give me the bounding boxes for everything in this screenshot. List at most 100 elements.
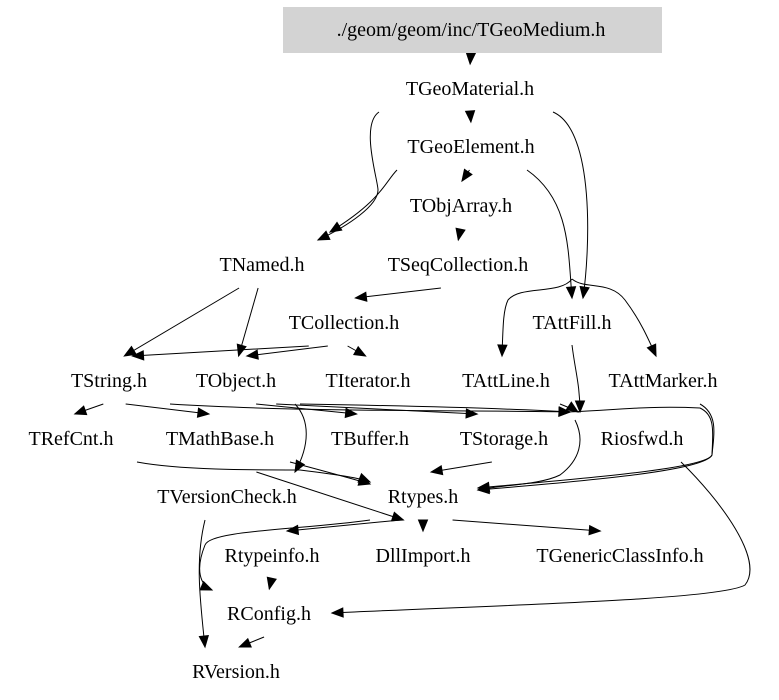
arrowhead-icon	[196, 407, 211, 418]
node-label: TGeoMaterial.h	[406, 78, 534, 100]
edge-line	[317, 111, 380, 241]
arrowhead-icon	[328, 221, 343, 233]
edge-TCollection-to-TObject	[245, 345, 328, 360]
node-TGeoElement[interactable]: TGeoElement.h	[407, 136, 534, 158]
node-TAttFill[interactable]: TAttFill.h	[533, 312, 612, 334]
node-label: TBuffer.h	[331, 428, 409, 450]
edge-TObjArray-to-TSeqCollection	[455, 227, 466, 242]
edge-line	[477, 406, 714, 491]
arrowhead-icon	[294, 459, 306, 474]
edge-Riosfwd-to-Rtypes	[476, 419, 581, 493]
node-label: Rtypes.h	[388, 486, 459, 508]
node-Rtypes[interactable]: Rtypes.h	[388, 486, 459, 508]
arrowhead-icon	[455, 227, 466, 242]
edge-Rtypes-to-DllImport	[417, 519, 429, 533]
arrowhead-icon	[357, 475, 372, 486]
edge-TGeoElement-to-TNamed	[328, 169, 398, 233]
node-label: RVersion.h	[192, 661, 280, 683]
node-TGeoMaterial[interactable]: TGeoMaterial.h	[406, 78, 534, 100]
edge-line	[289, 461, 371, 485]
edge-line	[198, 519, 206, 648]
edge-TMathBase-to-Rtypes	[289, 461, 372, 486]
arrowhead-icon	[123, 345, 137, 357]
node-RVersion[interactable]: RVersion.h	[192, 661, 280, 683]
edge-Rtypes-to-RConfig	[199, 519, 371, 591]
edge-Rtypes-to-TGenericClassInfo	[452, 519, 602, 536]
edge-root-to-TGeoMaterial	[465, 52, 477, 66]
edge-TAttFill-to-TAttLine	[497, 278, 573, 358]
edge-line	[132, 345, 309, 357]
arrowhead-icon	[131, 350, 145, 361]
node-label: RConfig.h	[227, 603, 311, 625]
arrowhead-icon	[579, 285, 590, 300]
edge-TString-to-TRefCnt	[73, 403, 104, 416]
node-TAttMarker[interactable]: TAttMarker.h	[609, 370, 718, 392]
node-TObject[interactable]: TObject.h	[196, 370, 276, 392]
node-label: DllImport.h	[376, 545, 471, 567]
edge-line	[199, 519, 371, 591]
edge-line	[477, 419, 581, 491]
edge-TSeqCollection-to-TCollection	[354, 287, 441, 302]
arrowhead-icon	[646, 343, 657, 358]
node-TNamed[interactable]: TNamed.h	[220, 254, 305, 276]
arrowhead-icon	[574, 400, 586, 414]
edge-TVersionCheck-to-RVersion	[198, 519, 209, 649]
edge-TAttFill-to-TAttMarker	[571, 278, 657, 358]
node-TVersionCheck[interactable]: TVersionCheck.h	[157, 486, 296, 508]
edge-line	[571, 278, 657, 357]
node-label: TObjArray.h	[410, 195, 512, 217]
node-TObjArray[interactable]: TObjArray.h	[410, 195, 512, 217]
node-RConfig[interactable]: RConfig.h	[227, 603, 311, 625]
arrowhead-icon	[285, 524, 300, 536]
node-TRefCnt[interactable]: TRefCnt.h	[29, 428, 114, 450]
edge-line	[299, 403, 571, 413]
node-label: TString.h	[71, 370, 147, 392]
node-label: TSeqCollection.h	[388, 254, 529, 276]
arrowhead-icon	[429, 464, 444, 476]
arrowhead-icon	[497, 344, 508, 358]
edge-TVersionCheck-to-Rtypes	[256, 471, 405, 522]
edge-TObject-to-TStorage	[276, 403, 479, 419]
arrowhead-icon	[354, 291, 368, 302]
arrowhead-icon	[465, 408, 479, 419]
node-label: TVersionCheck.h	[157, 486, 296, 508]
edge-TNamed-to-TObject	[236, 287, 259, 358]
root-node[interactable]: ./geom/geom/inc/TGeoMedium.h	[283, 7, 662, 53]
edge-line	[276, 403, 478, 415]
node-TString[interactable]: TString.h	[71, 370, 147, 392]
arrowhead-icon	[390, 511, 405, 522]
arrowhead-icon	[565, 286, 577, 300]
node-TStorage[interactable]: TStorage.h	[460, 428, 548, 450]
node-Rtypeinfo[interactable]: Rtypeinfo.h	[225, 545, 320, 567]
edge-line	[238, 287, 259, 357]
arrowhead-icon	[476, 482, 491, 493]
node-label: TGeoElement.h	[407, 136, 534, 158]
node-DllImport[interactable]: DllImport.h	[376, 545, 471, 567]
edge-line	[169, 403, 571, 413]
node-Riosfwd[interactable]: Riosfwd.h	[601, 428, 684, 450]
node-label: TAttLine.h	[462, 370, 550, 392]
edge-TGeoElement-to-TAttFill	[526, 169, 577, 300]
node-label: TCollection.h	[289, 312, 400, 334]
arrowhead-icon	[198, 635, 209, 649]
node-TCollection[interactable]: TCollection.h	[289, 312, 400, 334]
arrowhead-icon	[238, 637, 252, 648]
node-TAttLine[interactable]: TAttLine.h	[462, 370, 550, 392]
node-label: TObject.h	[196, 370, 276, 392]
edge-Riosfwd-to-RConfig	[330, 461, 751, 618]
node-label: Rtypeinfo.h	[225, 545, 320, 567]
node-label: TStorage.h	[460, 428, 548, 450]
node-TBuffer[interactable]: TBuffer.h	[331, 428, 409, 450]
arrowhead-icon	[353, 345, 367, 357]
node-TMathBase[interactable]: TMathBase.h	[166, 428, 274, 450]
node-TIterator[interactable]: TIterator.h	[326, 370, 411, 392]
node-TGenericClassInfo[interactable]: TGenericClassInfo.h	[536, 545, 703, 567]
edge-TGeoElement-to-TObjArray	[461, 168, 473, 183]
node-TSeqCollection[interactable]: TSeqCollection.h	[388, 254, 529, 276]
edge-TAttMarker-to-Riosfwd	[476, 406, 714, 495]
edge-TString-to-Riosfwd	[169, 403, 572, 418]
edge-line	[329, 169, 398, 233]
arrowhead-icon	[245, 349, 259, 360]
arrowhead-icon	[588, 524, 602, 536]
